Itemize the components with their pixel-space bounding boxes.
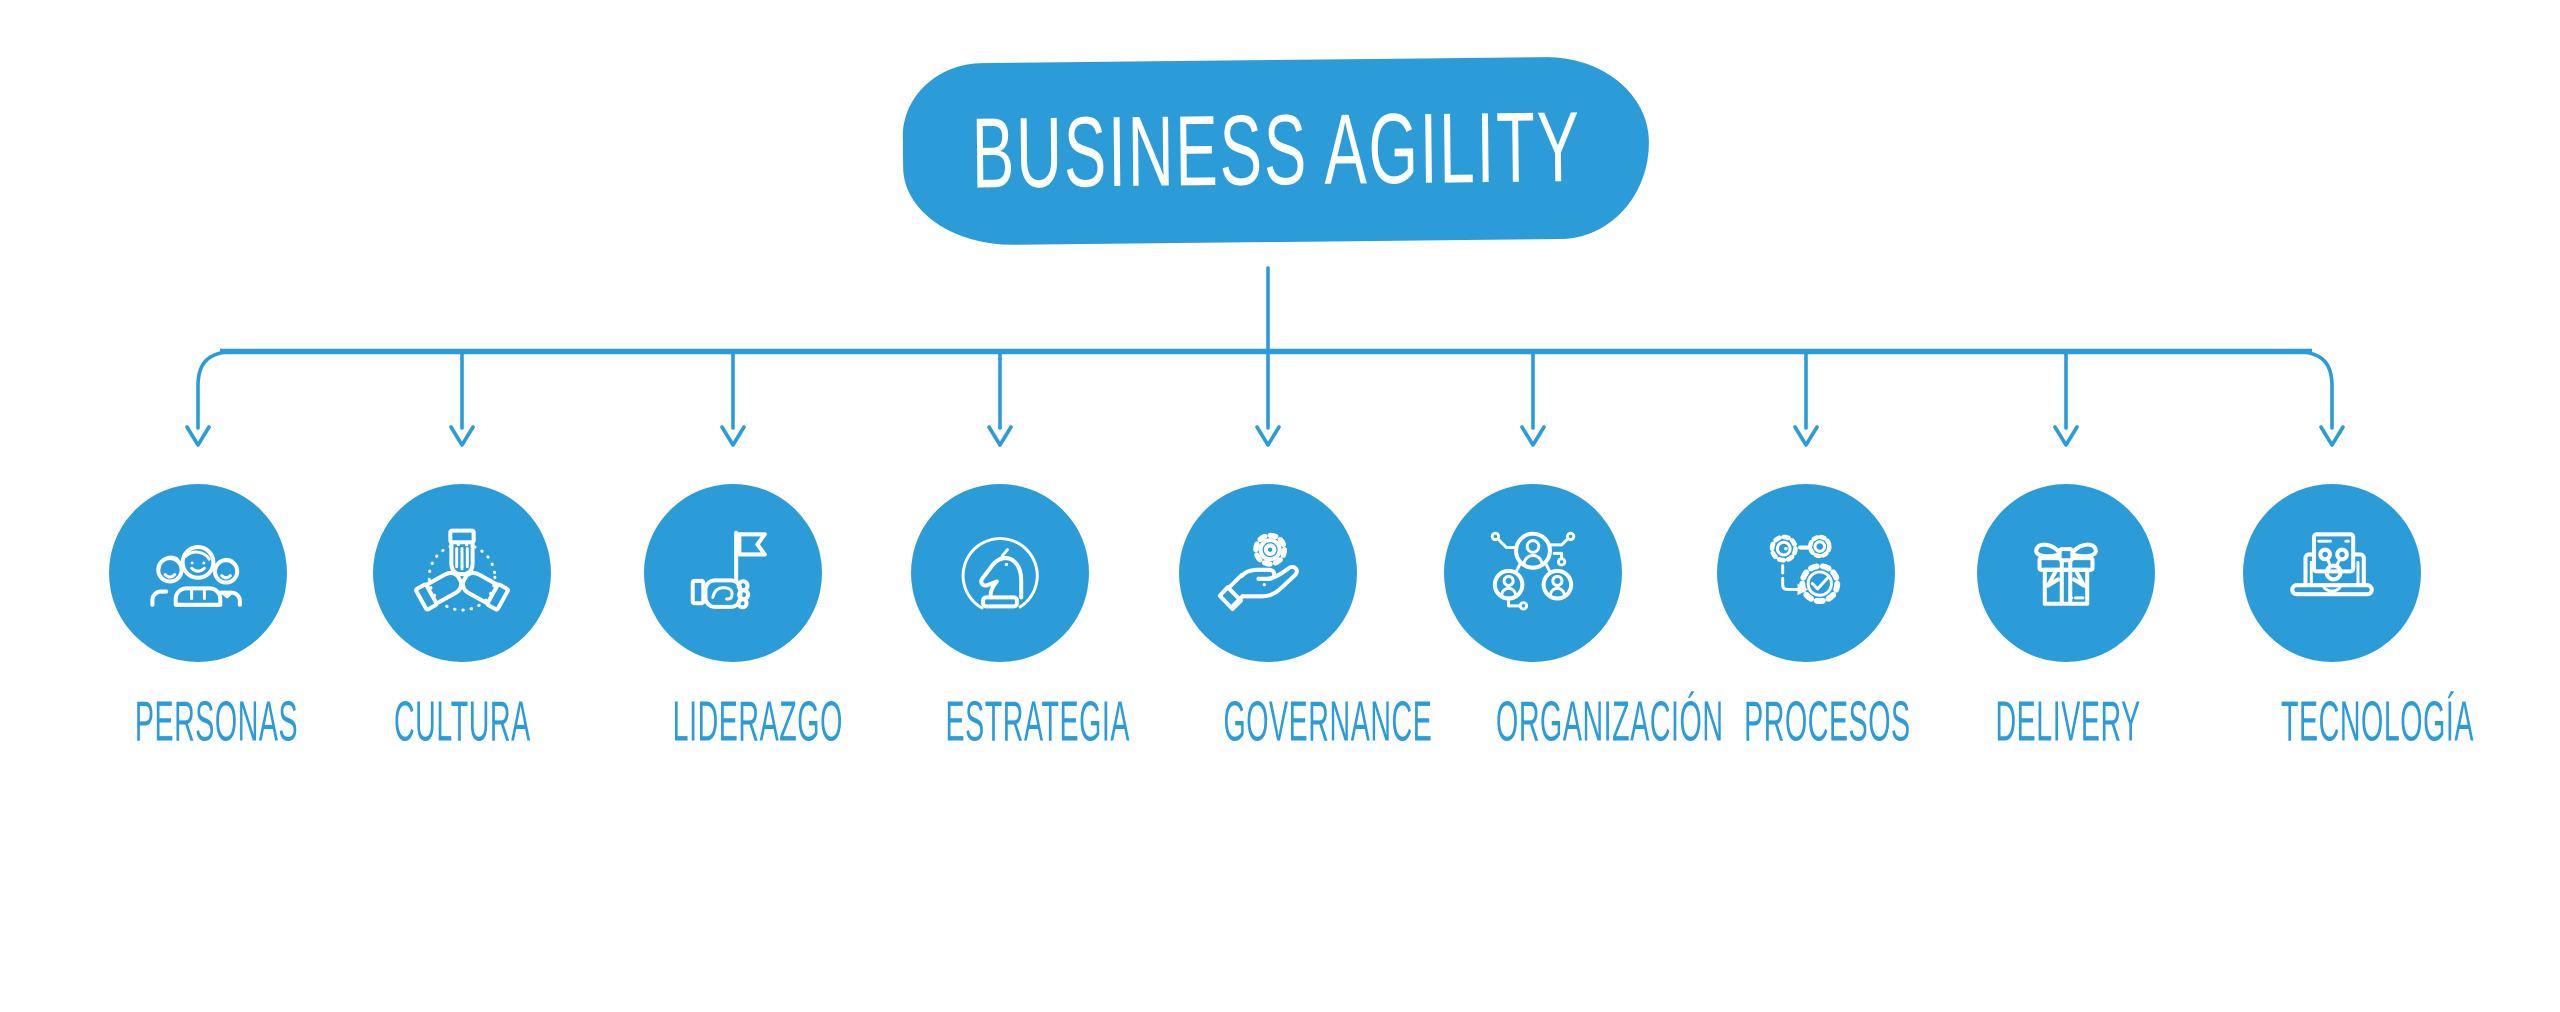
node-label-organizacion: ORGANIZACIÓN xyxy=(1496,690,1724,754)
node-label-delivery: DELIVERY xyxy=(1995,690,2141,754)
delivery-circle xyxy=(1977,484,2155,662)
people-icon xyxy=(150,545,242,607)
governance-circle xyxy=(1179,484,1357,662)
node-label-liderazgo: LIDERAZGO xyxy=(672,690,843,754)
node-label-personas: PERSONAS xyxy=(134,690,299,754)
node-liderazgo: LIDERAZGO xyxy=(603,484,863,754)
node-governance: GOVERNANCE xyxy=(1138,484,1432,753)
node-tecnologia: TECNOLOGÍA xyxy=(2202,484,2473,753)
node-label-governance: GOVERNANCE xyxy=(1223,690,1433,754)
gift-icon xyxy=(2034,542,2098,606)
node-organizacion: ORGANIZACIÓN xyxy=(1403,484,1723,753)
node-label-cultura: CULTURA xyxy=(393,690,531,754)
procesos-circle xyxy=(1717,484,1895,662)
node-label-procesos: PROCESOS xyxy=(1744,690,1911,754)
cultura-circle xyxy=(373,484,551,662)
org-network-icon xyxy=(1490,531,1576,611)
estrategia-circle xyxy=(911,484,1089,662)
node-estrategia: ESTRATEGIA xyxy=(870,484,1131,754)
liderazgo-circle xyxy=(644,484,822,662)
node-label-tecnologia: TECNOLOGÍA xyxy=(2280,690,2474,754)
node-procesos: PROCESOS xyxy=(1676,484,1936,754)
organizacion-circle xyxy=(1444,484,1622,662)
node-cultura: CULTURA xyxy=(332,484,592,754)
personas-circle xyxy=(109,484,287,662)
hands-together-icon xyxy=(409,520,515,626)
hand-gear-icon xyxy=(1217,532,1299,612)
hand-flag-icon xyxy=(690,530,767,610)
node-label-estrategia: ESTRATEGIA xyxy=(945,690,1131,754)
node-delivery: DELIVERY xyxy=(1936,484,2196,754)
gears-workflow-icon xyxy=(1769,534,1841,605)
node-personas: PERSONAS xyxy=(68,484,328,754)
laptop-network-icon xyxy=(2290,532,2374,597)
tecnologia-circle xyxy=(2243,484,2421,662)
chess-knight-icon xyxy=(961,537,1039,610)
